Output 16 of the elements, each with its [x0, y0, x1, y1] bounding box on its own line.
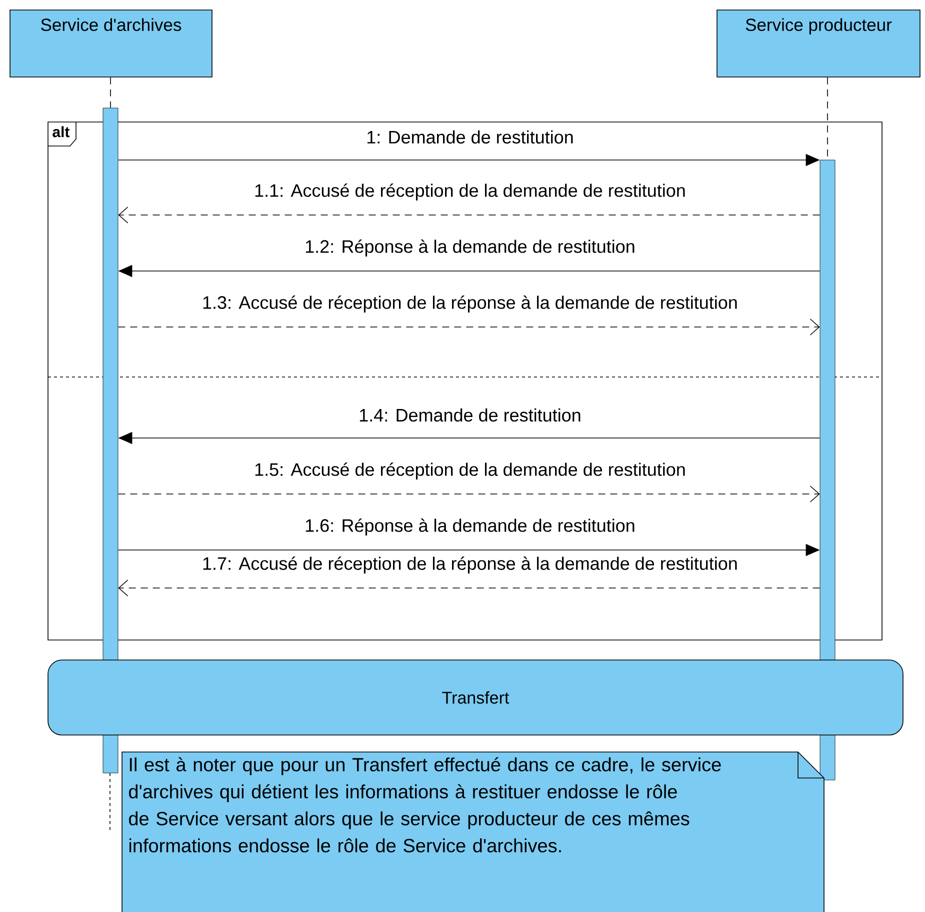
message-label: 1.7: Accusé de réception de la réponse à la demande de restitution	[201, 556, 740, 574]
message-label: 1.5: Accusé de réception de la demande de restitution	[253, 462, 687, 480]
message-label: 1.2: Réponse à la demande de restitution	[304, 238, 636, 258]
message-arrow	[118, 580, 820, 596]
lifeline-head: Service producteur	[716, 10, 920, 78]
message-label: 1.6: Réponse à la demande de restitution	[304, 518, 636, 536]
message-arrow	[118, 206, 820, 224]
message-arrow	[118, 318, 820, 336]
message-label: 1.1: Accusé de réception de la demande de restitution	[253, 182, 687, 202]
message-label: 1: Demande de restitution	[365, 129, 575, 145]
lifeline-head: Service d'archives	[10, 10, 212, 78]
note-box: Il est à noter que pour un Transfert effectué dans ce cadre, le service d'archives qui détient les informations à restituer endosse le rôle de Service versant alors que le service producteur de ces mêmes informations endosse le rôle de Service d'archives.	[122, 752, 824, 912]
message-label: 1.3: Accusé de réception de la réponse à la demande de restitution	[201, 294, 740, 314]
alt-frame: alt	[48, 122, 76, 146]
message-label: 1.4: Demande de restitution	[358, 407, 582, 423]
message-arrow	[118, 486, 820, 502]
